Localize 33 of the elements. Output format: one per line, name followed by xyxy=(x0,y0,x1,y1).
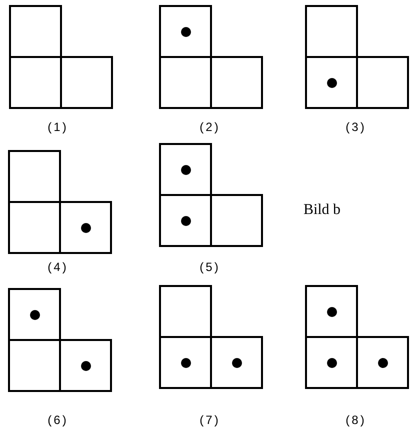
square xyxy=(8,339,61,392)
figure-label: (4) xyxy=(48,259,68,276)
square xyxy=(159,285,212,338)
square xyxy=(159,56,212,109)
square xyxy=(8,201,61,254)
square xyxy=(305,56,358,109)
figure-label: Bild b xyxy=(303,200,341,220)
square xyxy=(210,336,263,389)
square xyxy=(9,5,62,58)
figure-label: (2) xyxy=(200,119,220,136)
figure-label: (8) xyxy=(346,412,366,429)
square xyxy=(159,143,212,196)
square xyxy=(210,194,263,247)
square xyxy=(59,339,112,392)
square xyxy=(305,5,358,58)
square xyxy=(356,56,409,109)
figure-label: (7) xyxy=(200,412,220,429)
square xyxy=(356,336,409,389)
square xyxy=(60,56,113,109)
square xyxy=(210,56,263,109)
square xyxy=(8,150,61,203)
figure-label: (5) xyxy=(200,259,220,276)
square xyxy=(8,288,61,341)
square xyxy=(159,336,212,389)
square xyxy=(305,285,358,338)
square xyxy=(159,5,212,58)
square xyxy=(59,201,112,254)
figure-label: (6) xyxy=(48,412,68,429)
square xyxy=(9,56,62,109)
figure-label: (3) xyxy=(346,119,366,136)
square xyxy=(305,336,358,389)
figure-label: (1) xyxy=(48,119,68,136)
square xyxy=(159,194,212,247)
